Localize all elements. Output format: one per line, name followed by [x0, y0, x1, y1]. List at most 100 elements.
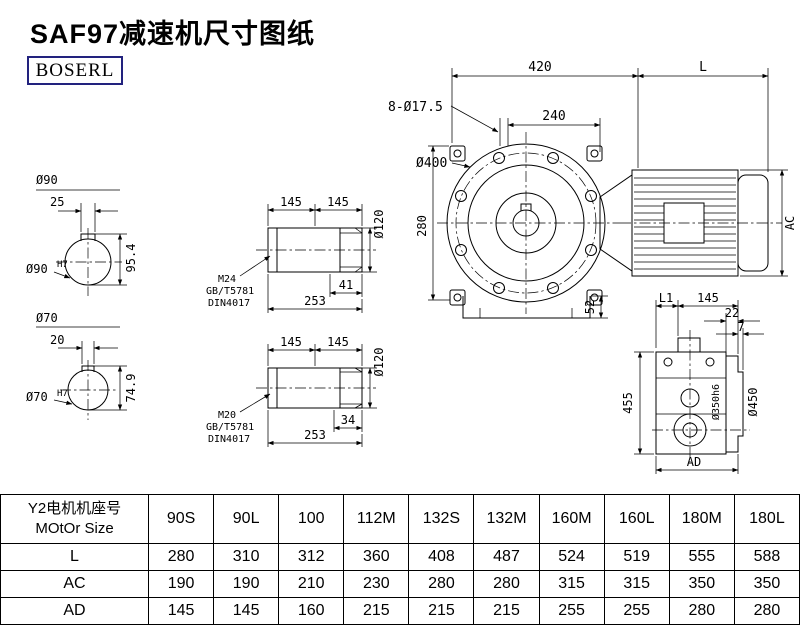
dim-dia120-bottom: Ø120 [372, 348, 386, 377]
value-AD: 215 [473, 597, 540, 625]
motor-size-table: Y2电机机座号 MOtOr Size 90S 90L 100 112M 132S… [0, 494, 800, 625]
shaft-cross-section-90: Ø90 25 95.4 Ø90 H7 [26, 173, 138, 296]
shaft-detail-bottom: 145 145 Ø120 M20 GB/T5781 DIN4017 34 253 [206, 335, 386, 447]
value-AC: 210 [278, 570, 345, 598]
value-L: 280 [147, 543, 215, 571]
size-col-header: 160M [538, 494, 605, 544]
value-L: 310 [213, 543, 280, 571]
value-L: 519 [603, 543, 670, 571]
dim-L: L [699, 60, 707, 75]
value-L: 524 [538, 543, 605, 571]
size-col-header: 132M [473, 494, 540, 544]
value-AC: 315 [603, 570, 670, 598]
thread-callout-m20: M20 [218, 410, 236, 421]
gearbox-front-view [437, 132, 620, 319]
value-AD: 215 [343, 597, 410, 625]
dim-145-right-2: 145 [327, 335, 349, 349]
bore-dia70-tolerance: H7 [57, 389, 68, 399]
size-col-header: 100 [278, 494, 345, 544]
value-AD: 145 [213, 597, 280, 625]
value-AC: 280 [473, 570, 540, 598]
size-col-header: 180M [668, 494, 735, 544]
value-AD: 160 [278, 597, 345, 625]
motor-side-view [599, 169, 782, 277]
dim-253-bottom: 253 [304, 428, 326, 442]
dim-height-74-9: 74.9 [124, 374, 138, 403]
value-AD: 280 [733, 597, 800, 625]
row-label-L: L [0, 543, 149, 571]
gearbox-side-view [652, 330, 750, 462]
dim-52: 52 [583, 300, 597, 314]
motor-size-header-cn: Y2电机机座号 [27, 499, 122, 517]
bolt-holes-callout: 8-Ø17.5 [388, 100, 443, 115]
thread-callout-m24: M24 [218, 274, 236, 285]
page-title: SAF97减速机尺寸图纸 [30, 19, 316, 49]
value-L: 487 [473, 543, 540, 571]
value-AC: 190 [213, 570, 280, 598]
dim-455: 455 [621, 392, 635, 414]
dim-145-left-2: 145 [280, 335, 302, 349]
value-AD: 145 [147, 597, 215, 625]
brand-logo: BOSERL [27, 56, 123, 85]
size-col-header: 112M [343, 494, 410, 544]
dim-dia120-top: Ø120 [372, 210, 386, 239]
table-row-AD: AD 145 145 160 215 215 215 255 255 280 2… [0, 597, 800, 625]
value-AD: 255 [538, 597, 605, 625]
dim-key-width-20: 20 [50, 333, 64, 347]
dim-L1: L1 [659, 291, 673, 305]
dim-AC: AC [783, 216, 797, 230]
size-col-header: 90S [147, 494, 215, 544]
front-view-dimensions: 420 L 240 8-Ø17.5 Ø400 280 52 AC [388, 60, 797, 319]
value-AD: 215 [408, 597, 475, 625]
dim-dia70-label: Ø70 [36, 311, 58, 325]
value-AD: 255 [603, 597, 670, 625]
value-AC: 315 [538, 570, 605, 598]
table-row-AC: AC 190 190 210 230 280 280 315 315 350 3… [0, 570, 800, 598]
dim-height-95-4: 95.4 [124, 244, 138, 273]
value-AC: 350 [668, 570, 735, 598]
dim-22: 22 [725, 306, 739, 320]
dim-34: 34 [341, 413, 355, 427]
value-L: 360 [343, 543, 410, 571]
table-row-L: L 280 310 312 360 408 487 524 519 555 58… [0, 543, 800, 571]
dim-dia450: Ø450 [746, 388, 760, 417]
dim-key-width-25: 25 [50, 195, 64, 209]
size-col-header: 160L [603, 494, 670, 544]
dim-280: 280 [415, 215, 429, 237]
bore-dia90-tolerance: H7 [57, 260, 68, 270]
value-AC: 230 [343, 570, 410, 598]
dim-AD: AD [687, 455, 701, 469]
dim-dia90-label: Ø90 [36, 173, 58, 187]
value-L: 408 [408, 543, 475, 571]
standard-din4017-top: DIN4017 [208, 298, 250, 309]
dim-145-side: 145 [697, 291, 719, 305]
value-AC: 350 [733, 570, 800, 598]
bore-dia90-label: Ø90 [26, 262, 48, 276]
value-L: 588 [733, 543, 800, 571]
side-view-dimensions: L1 145 22 7 455 Ø350h6 Ø450 AD [621, 291, 764, 474]
value-AC: 280 [408, 570, 475, 598]
shaft-detail-top: 145 145 Ø120 M24 GB/T5781 DIN4017 41 253 [206, 195, 386, 313]
standard-din4017-bottom: DIN4017 [208, 434, 250, 445]
dimension-drawing: Ø90 25 95.4 Ø90 H7 Ø70 20 74.9 Ø70 H7 [26, 60, 797, 474]
motor-size-header-en: MOtOr Size [35, 520, 114, 537]
row-label-AD: AD [0, 597, 149, 625]
size-col-header: 90L [213, 494, 280, 544]
value-L: 312 [278, 543, 345, 571]
dim-253-top: 253 [304, 294, 326, 308]
standard-gbt5781-bottom: GB/T5781 [206, 422, 254, 433]
motor-size-header-cell: Y2电机机座号 MOtOr Size [0, 494, 149, 544]
value-AC: 190 [147, 570, 215, 598]
value-AD: 280 [668, 597, 735, 625]
dim-145-right: 145 [327, 195, 349, 209]
table-header-row: Y2电机机座号 MOtOr Size 90S 90L 100 112M 132S… [0, 494, 800, 544]
shaft-cross-section-70: Ø70 20 74.9 Ø70 H7 [26, 311, 138, 420]
dim-145-left: 145 [280, 195, 302, 209]
size-col-header: 132S [408, 494, 475, 544]
dim-dia400: Ø400 [416, 156, 447, 171]
row-label-AC: AC [0, 570, 149, 598]
dim-dia350h6: Ø350h6 [710, 384, 722, 420]
dim-7: 7 [737, 320, 744, 334]
dim-41: 41 [339, 278, 353, 292]
